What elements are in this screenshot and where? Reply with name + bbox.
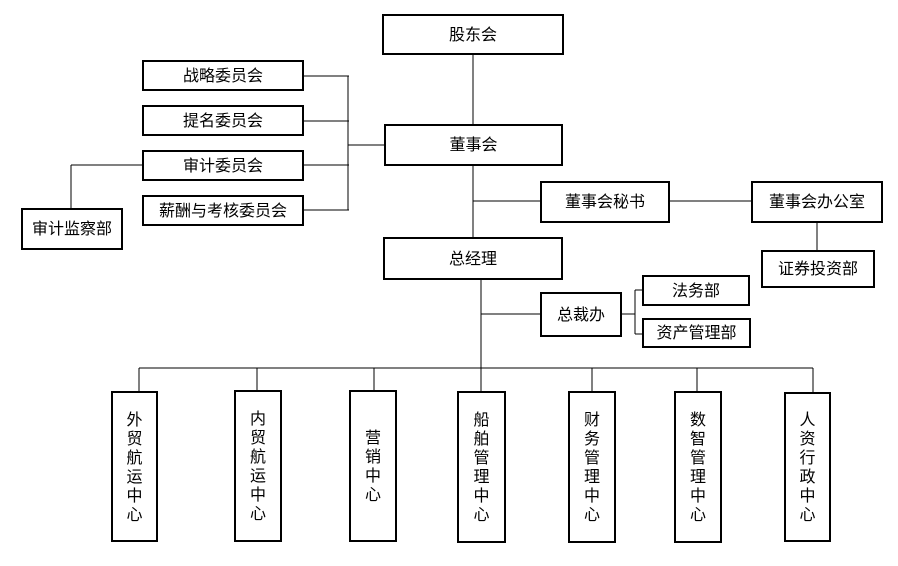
org-node-strategy-committee: 战略委员会 (142, 60, 304, 91)
org-node-center-hr-admin-label: 人资行政中心 (799, 410, 816, 524)
org-node-board-label: 董事会 (449, 135, 498, 154)
org-node-center-finance-management: 财务管理中心 (568, 391, 616, 543)
org-node-audit-supervision-dept-label: 审计监察部 (31, 219, 112, 238)
org-node-nomination-committee: 提名委员会 (142, 105, 304, 136)
org-node-center-domestic-trade-shipping: 内贸航运中心 (234, 390, 282, 542)
org-node-asset-management-dept-label: 资产管理部 (656, 323, 737, 342)
org-node-board-office: 董事会办公室 (751, 181, 883, 223)
org-node-audit-committee-label: 审计委员会 (182, 155, 263, 175)
org-node-legal-dept: 法务部 (642, 275, 750, 306)
org-node-board-office-label: 董事会办公室 (768, 192, 865, 211)
org-node-board-secretary-label: 董事会秘书 (564, 192, 645, 211)
org-node-center-hr-admin: 人资行政中心 (784, 392, 831, 542)
org-node-center-marketing-label: 营销中心 (364, 428, 381, 504)
org-node-securities-investment-dept: 证券投资部 (761, 250, 875, 288)
org-node-center-digital-management-label: 数智管理中心 (689, 410, 706, 524)
org-node-board-secretary: 董事会秘书 (540, 181, 670, 223)
org-node-center-finance-management-label: 财务管理中心 (583, 410, 600, 524)
org-node-compensation-committee-label: 薪酬与考核委员会 (158, 200, 287, 220)
org-node-president-office-label: 总裁办 (556, 304, 605, 324)
org-node-center-domestic-trade-shipping-label: 内贸航运中心 (249, 409, 266, 523)
org-node-audit-supervision-dept: 审计监察部 (21, 208, 123, 250)
org-node-strategy-committee-label: 战略委员会 (182, 65, 263, 85)
org-node-nomination-committee-label: 提名委员会 (182, 110, 263, 130)
org-node-asset-management-dept: 资产管理部 (642, 318, 751, 348)
org-node-center-ship-management-label: 船舶管理中心 (473, 410, 490, 524)
org-node-president-office: 总裁办 (540, 292, 622, 337)
org-node-compensation-committee: 薪酬与考核委员会 (142, 195, 304, 226)
org-node-shareholders-label: 股东会 (448, 24, 497, 44)
org-node-center-foreign-trade-shipping-label: 外贸航运中心 (126, 409, 143, 524)
org-node-general-manager-label: 总经理 (448, 248, 497, 268)
org-node-audit-committee: 审计委员会 (142, 150, 304, 181)
org-node-center-digital-management: 数智管理中心 (674, 391, 722, 543)
org-node-board: 董事会 (384, 124, 563, 166)
org-node-center-ship-management: 船舶管理中心 (457, 391, 506, 543)
org-node-center-foreign-trade-shipping: 外贸航运中心 (111, 391, 158, 542)
org-node-legal-dept-label: 法务部 (671, 280, 720, 300)
org-node-shareholders: 股东会 (382, 14, 564, 55)
org-node-securities-investment-dept-label: 证券投资部 (777, 259, 858, 278)
org-node-center-marketing: 营销中心 (349, 390, 397, 542)
org-node-general-manager: 总经理 (383, 237, 563, 280)
